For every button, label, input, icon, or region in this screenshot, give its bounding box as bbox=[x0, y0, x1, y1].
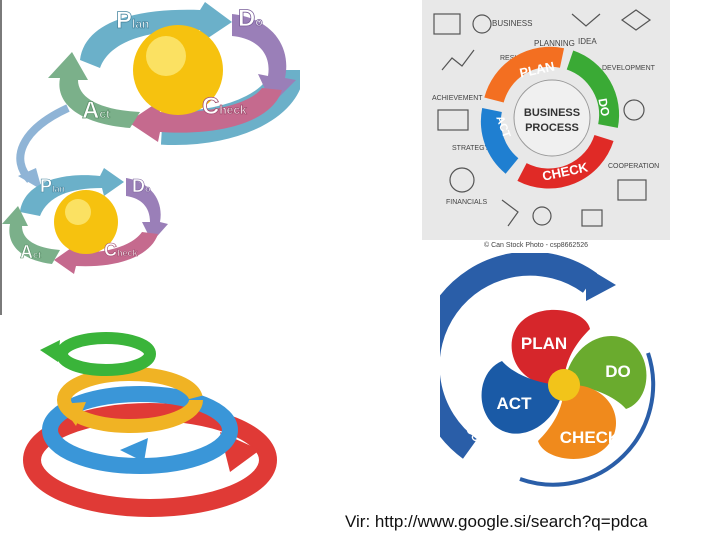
act-label-bottom: Act bbox=[20, 242, 41, 262]
pdca-double-cycle-image: Plan Do Act Check Plan Do Act Check bbox=[0, 0, 304, 315]
plan-label-bottom: Plan bbox=[40, 176, 65, 196]
do-label-top: Do bbox=[238, 5, 263, 32]
plan-label: PLAN bbox=[521, 334, 567, 353]
sketch-label: COOPERATION bbox=[608, 163, 659, 170]
act-petal bbox=[481, 361, 564, 434]
do-label-bottom: Do bbox=[132, 176, 151, 196]
plan-label: PLAN bbox=[518, 59, 556, 81]
sketch-label: BUSINESS bbox=[492, 19, 532, 28]
check-label: CHECK bbox=[560, 428, 621, 447]
sketch-label: PLANNING bbox=[534, 39, 575, 48]
check-label-top: Check bbox=[202, 93, 247, 120]
sketch-label: ACHIEVEMENT bbox=[432, 95, 483, 102]
image-credit: © Can Stock Photo - csp8662526 bbox=[484, 241, 588, 249]
plan-label-top: Plan bbox=[116, 7, 149, 34]
sketch-label: STRATEGY bbox=[452, 145, 490, 152]
act-label-top: Act bbox=[82, 97, 110, 124]
pdca-bottom-cycle: Plan Do Act Check bbox=[2, 168, 168, 274]
continual-improvement-image: CONTINUAL IMPROVEMENT PLAN DO ACT CHECK bbox=[415, 251, 676, 511]
connecting-arrow bbox=[16, 104, 70, 183]
check-label-bottom: Check bbox=[104, 240, 139, 260]
layered-arrows-image bbox=[20, 330, 290, 530]
sketch-label: IDEA bbox=[578, 37, 597, 46]
sketch-doodles bbox=[433, 9, 652, 227]
sketch-label: DEVELOPMENT bbox=[602, 65, 656, 72]
business-process-image: BUSINESS PLANNING IDEA DEVELOPMENT ACHIE… bbox=[422, 0, 670, 250]
do-label: DO bbox=[595, 97, 612, 117]
center-text-line2: PROCESS bbox=[525, 122, 579, 134]
do-petal bbox=[564, 336, 647, 409]
pdca-top-cycle: Plan Do Act Check bbox=[46, 0, 304, 145]
source-caption: Vir: http://www.google.si/search?q=pdca bbox=[345, 512, 648, 531]
process-ring bbox=[480, 46, 620, 189]
center-text-line1: BUSINESS bbox=[524, 107, 580, 119]
check-petal bbox=[538, 384, 617, 459]
sketch-label: FINANCIALS bbox=[446, 199, 488, 206]
plan-petal bbox=[511, 309, 590, 386]
act-label: ACT bbox=[497, 394, 533, 413]
do-label: DO bbox=[605, 362, 631, 381]
